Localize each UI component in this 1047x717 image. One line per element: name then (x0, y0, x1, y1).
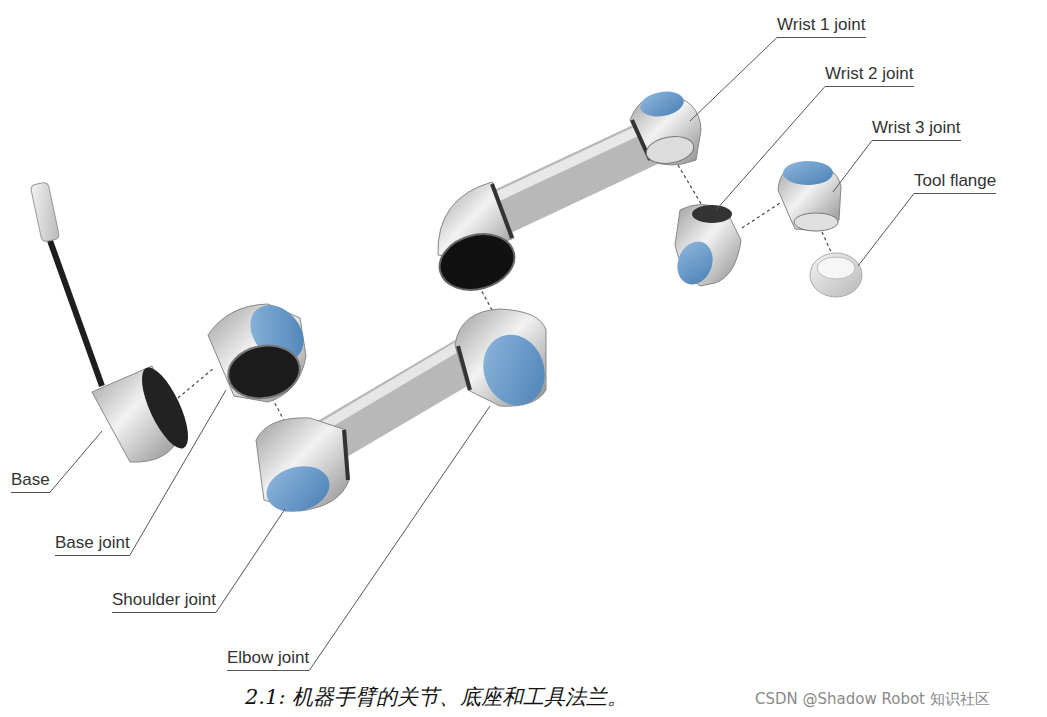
wrist-2-part (672, 205, 741, 290)
tool-flange-part (810, 253, 862, 297)
part-label: Wrist 2 joint (825, 64, 914, 87)
base-part (30, 182, 197, 462)
leader-line (833, 141, 872, 193)
upper-arm-part (256, 309, 555, 519)
leader-lines (50, 38, 914, 671)
leader-line (216, 509, 285, 613)
part-label: Base joint (55, 533, 130, 556)
leader-line (309, 406, 490, 671)
part-label: Wrist 1 joint (777, 15, 866, 38)
base-joint-part (208, 294, 315, 403)
leader-line (50, 431, 102, 493)
leader-line (858, 194, 914, 267)
part-label: Base (11, 470, 50, 493)
part-label: Tool flange (914, 171, 996, 194)
part-label: Shoulder joint (112, 590, 216, 613)
leader-line (130, 390, 226, 556)
wrist-3-part (778, 161, 841, 231)
part-label: Wrist 3 joint (872, 118, 961, 141)
figure-caption: 2.1: 机器手臂的关节、底座和工具法兰。 (245, 684, 628, 710)
part-label: Elbow joint (227, 648, 309, 671)
watermark: CSDN @Shadow Robot 知识社区 (755, 689, 990, 709)
leader-line (716, 87, 825, 211)
forearm-part (433, 88, 701, 298)
leader-line (690, 38, 777, 122)
